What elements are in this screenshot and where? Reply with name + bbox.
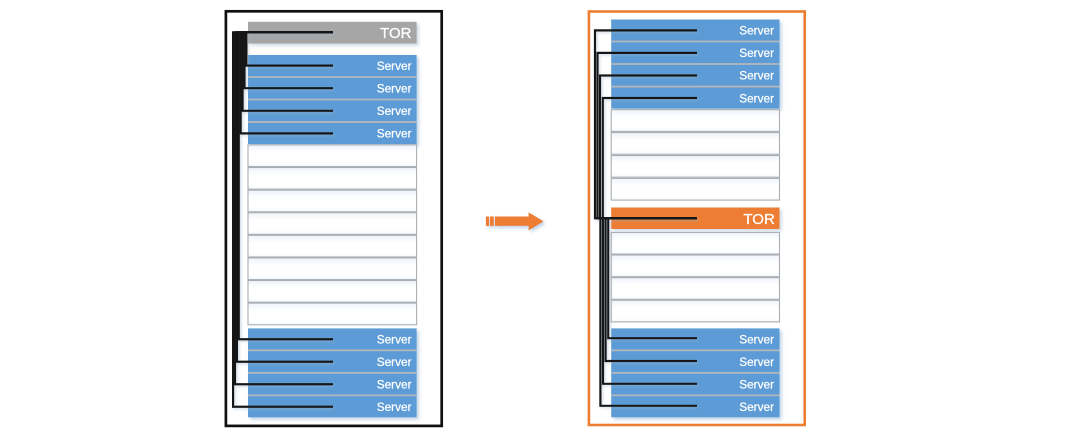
svg-text:Server: Server <box>377 104 412 118</box>
svg-text:TOR: TOR <box>743 211 775 228</box>
svg-text:Server: Server <box>739 378 774 392</box>
svg-text:Server: Server <box>377 378 412 392</box>
svg-text:Server: Server <box>739 46 774 60</box>
svg-text:Server: Server <box>377 127 412 141</box>
svg-text:Server: Server <box>377 333 412 347</box>
svg-text:Server: Server <box>739 24 774 38</box>
svg-text:Server: Server <box>377 400 412 414</box>
svg-text:Server: Server <box>377 355 412 369</box>
svg-text:Server: Server <box>377 81 412 95</box>
svg-text:Server: Server <box>739 69 774 83</box>
svg-text:Server: Server <box>739 333 774 347</box>
svg-text:Server: Server <box>377 59 412 73</box>
svg-text:Server: Server <box>739 355 774 369</box>
svg-text:Server: Server <box>739 91 774 105</box>
svg-text:Server: Server <box>739 400 774 414</box>
svg-text:TOR: TOR <box>380 25 412 42</box>
